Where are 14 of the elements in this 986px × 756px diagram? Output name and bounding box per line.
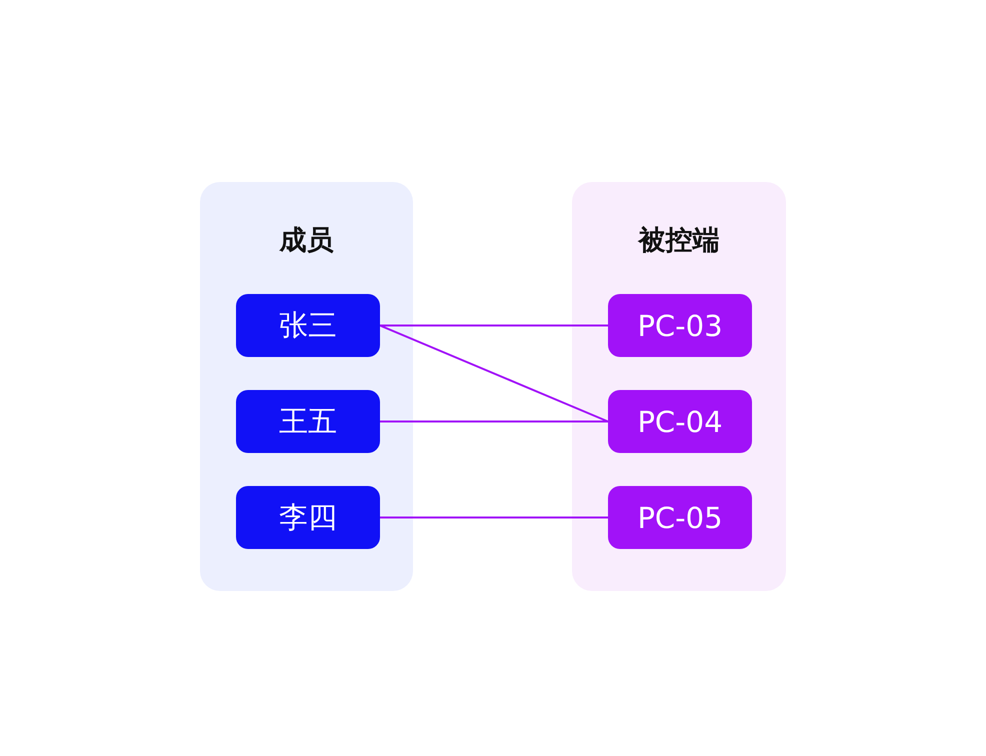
panel-heading: 成员	[278, 224, 334, 258]
connector-line	[380, 420, 608, 422]
panel-heading: 被控端	[636, 224, 720, 258]
connector-line	[380, 324, 608, 326]
connector-line	[380, 324, 608, 422]
device-box: PC-05	[608, 486, 752, 549]
member-box: 李四	[236, 486, 380, 549]
member-box: 王五	[236, 390, 380, 453]
connector-line	[380, 516, 608, 518]
group-panel	[572, 182, 786, 591]
group-panel	[200, 182, 413, 591]
member-box: 张三	[236, 294, 380, 357]
device-box: PC-04	[608, 390, 752, 453]
device-box: PC-03	[608, 294, 752, 357]
